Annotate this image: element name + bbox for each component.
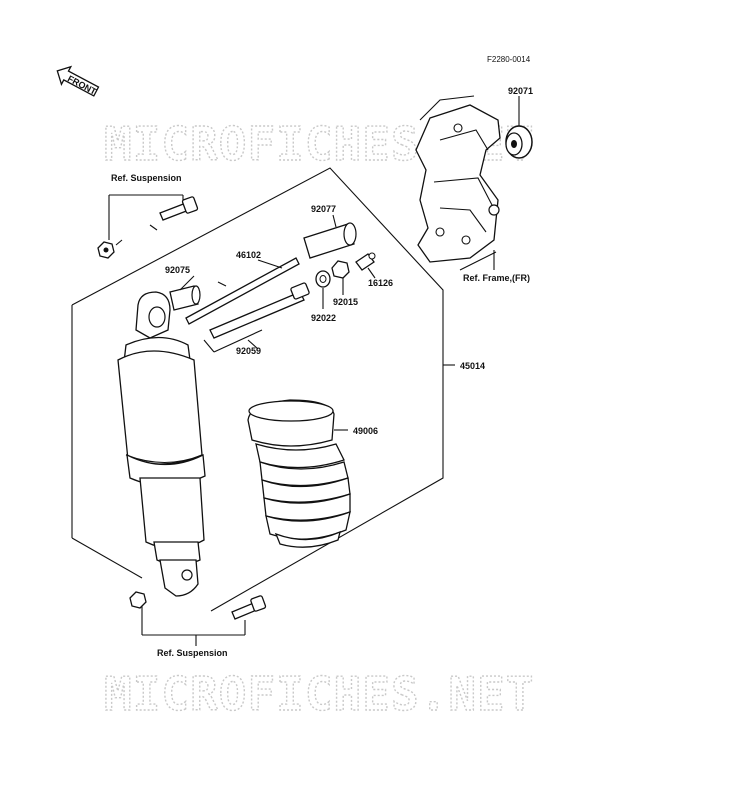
label-46102: 46102: [236, 250, 261, 260]
part-92015-nut: [331, 260, 350, 279]
top-bolt: [159, 196, 199, 221]
bottom-nut: [129, 591, 147, 609]
part-16126-fitting: [355, 252, 376, 271]
leader-lines: [179, 96, 520, 431]
label-49006: 49006: [353, 426, 378, 436]
shock-absorber: [117, 291, 206, 597]
part-92071-grommet: [505, 125, 533, 159]
frame-bracket: [415, 95, 501, 263]
ref-suspension-top-label: Ref. Suspension: [111, 173, 182, 183]
label-92075: 92075: [165, 265, 190, 275]
ref-suspension-bottom-label: Ref. Suspension: [157, 648, 228, 658]
front-arrow-label: FRONT: [66, 73, 99, 97]
ref-frame-label: Ref. Frame,(FR): [463, 273, 530, 283]
part-46102-rod: [185, 257, 300, 325]
top-nut: [97, 241, 115, 259]
label-16126: 16126: [368, 278, 393, 288]
label-92022: 92022: [311, 313, 336, 323]
part-92075-bushing: [169, 285, 201, 311]
bottom-bolt: [231, 595, 267, 620]
label-92071: 92071: [508, 86, 533, 96]
watermark-bottom: MICROFICHES.NET: [104, 667, 534, 721]
part-92022-washer: [315, 270, 331, 288]
label-92077: 92077: [311, 204, 336, 214]
ref-suspension-bottom-bracket: [141, 606, 246, 646]
assembly-outline: [71, 167, 455, 612]
part-92077-sleeve: [303, 222, 357, 259]
part-92059-pin: [203, 282, 310, 353]
front-arrow-icon: FRONT: [56, 65, 100, 97]
label-45014: 45014: [460, 361, 485, 371]
diagram-code: F2280-0014: [487, 55, 531, 64]
part-49006-boot: [247, 399, 351, 548]
label-92059: 92059: [236, 346, 261, 356]
ref-suspension-top-bracket: [108, 194, 184, 246]
label-92015: 92015: [333, 297, 358, 307]
